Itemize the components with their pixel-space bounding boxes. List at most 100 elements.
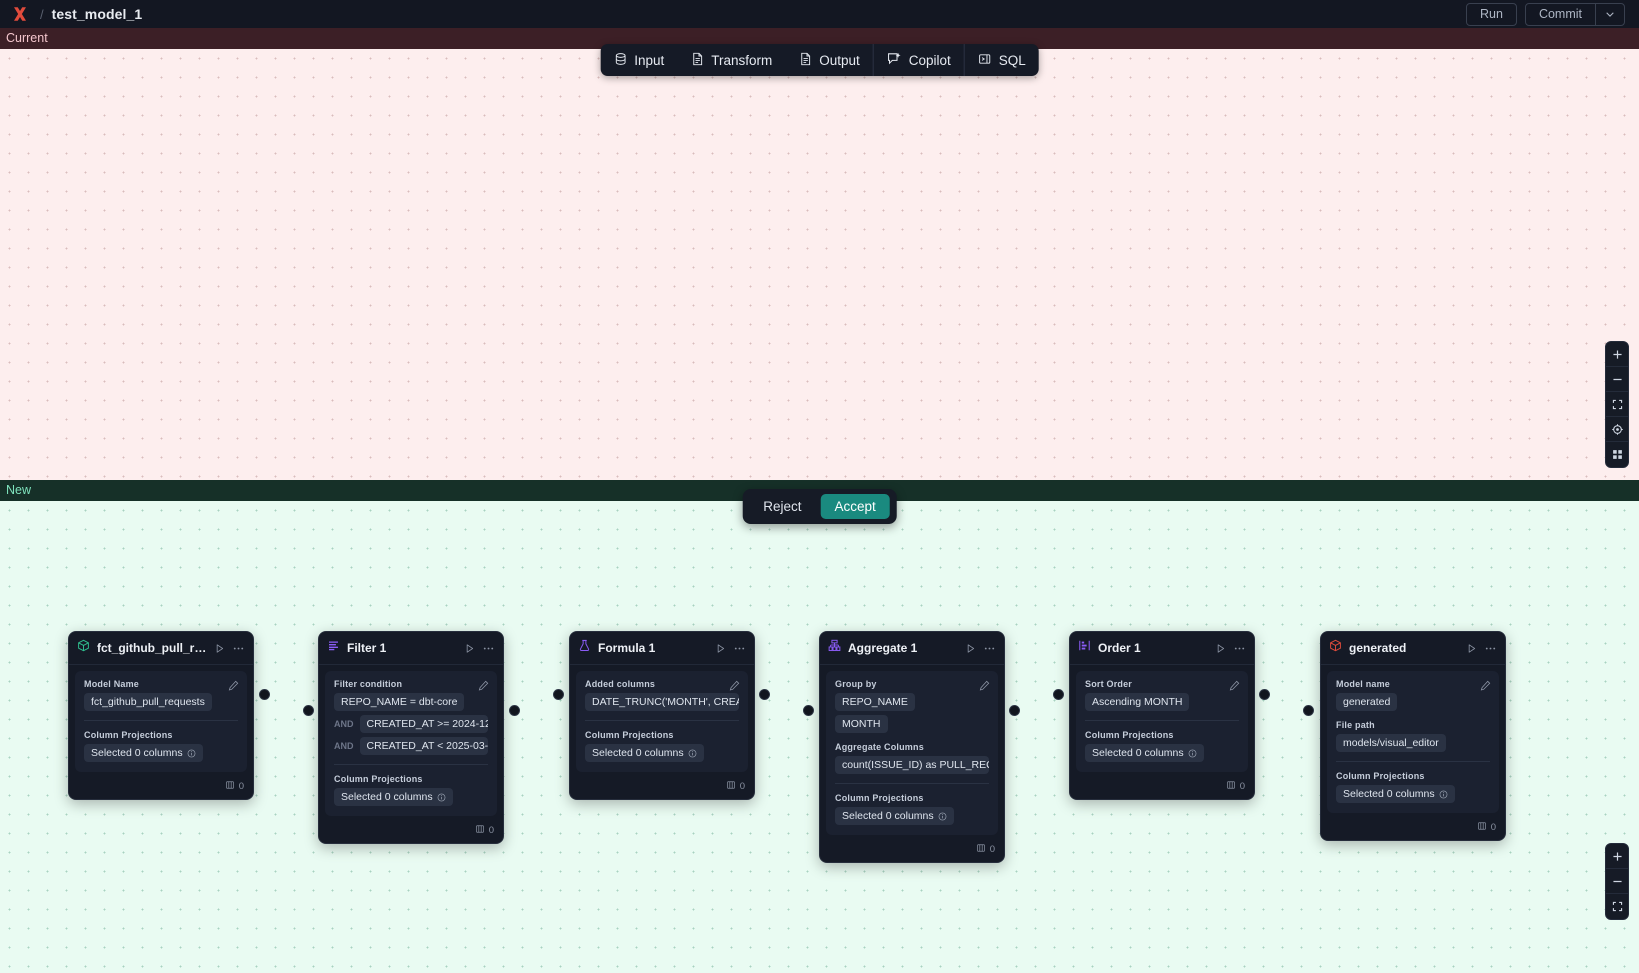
decision-bar: Reject Accept (742, 489, 897, 524)
columns-icon (1477, 821, 1487, 834)
run-node-icon[interactable] (1215, 643, 1226, 654)
run-node-icon[interactable] (214, 643, 225, 654)
port-in-generated[interactable] (1303, 705, 1314, 716)
zoom-in-icon[interactable] (1606, 342, 1628, 367)
value-chip-0-0[interactable]: fct_github_pull_requests (84, 693, 212, 711)
zoom-out-icon[interactable] (1606, 367, 1628, 392)
info-icon[interactable] (1188, 749, 1197, 758)
chip-text: models/visual_editor (1343, 737, 1439, 749)
node-source[interactable]: fct_github_pull_requests Model Namefct_g… (68, 631, 254, 800)
edit-pencil-icon[interactable] (228, 678, 239, 696)
run-button[interactable]: Run (1466, 2, 1517, 26)
zoom-out-icon[interactable] (1606, 869, 1628, 894)
canvas-current[interactable] (0, 49, 1639, 480)
chip-row: models/visual_editor (1336, 734, 1490, 752)
chip-text: REPO_NAME = dbt-core (341, 696, 458, 708)
node-menu-icon[interactable] (1233, 642, 1246, 655)
port-in-formula[interactable] (553, 689, 564, 700)
value-chip-0-1[interactable]: CREATED_AT >= 2024-12-01 (359, 715, 489, 733)
section-label-1: File path (1336, 720, 1375, 730)
run-node-icon[interactable] (464, 643, 475, 654)
node-menu-icon[interactable] (232, 642, 245, 655)
info-icon[interactable] (187, 749, 196, 758)
value-chip-0-0[interactable]: REPO_NAME (835, 693, 915, 711)
toolbar-item-transform[interactable]: Transform (677, 44, 785, 76)
sql-panel-icon (978, 52, 992, 69)
node-menu-icon[interactable] (1484, 642, 1497, 655)
edit-pencil-icon[interactable] (1229, 678, 1240, 696)
node-title: Aggregate 1 (848, 641, 918, 655)
edit-pencil-icon[interactable] (979, 678, 990, 696)
value-chip-1-0[interactable]: Selected 0 columns (334, 788, 453, 806)
info-icon[interactable] (938, 812, 947, 821)
chip-text: Selected 0 columns (91, 747, 183, 759)
section-divider (84, 720, 238, 721)
chip-text: fct_github_pull_requests (91, 696, 205, 708)
port-in-aggregate[interactable] (803, 705, 814, 716)
section-label-1: Column Projections (1085, 730, 1174, 740)
commit-button[interactable]: Commit (1526, 4, 1595, 25)
pane-current-label: Current (0, 28, 1639, 49)
run-node-icon[interactable] (715, 643, 726, 654)
grid-view-icon[interactable] (1606, 442, 1628, 467)
edge-layer (0, 501, 300, 651)
toolbar-item-sql[interactable]: SQL (963, 44, 1039, 76)
port-out-order[interactable] (1259, 689, 1270, 700)
port-out-formula[interactable] (759, 689, 770, 700)
run-node-icon[interactable] (1466, 643, 1477, 654)
edit-pencil-icon[interactable] (478, 678, 489, 696)
value-chip-1-0[interactable]: Selected 0 columns (84, 744, 203, 762)
value-chip-1-0[interactable]: count(ISSUE_ID) as PULL_REQUEST_… (835, 756, 989, 774)
commit-caret-icon[interactable] (1595, 3, 1624, 25)
toolbar-item-output[interactable]: Output (785, 44, 873, 76)
commit-split-button: Commit (1524, 2, 1625, 26)
chip-row: Selected 0 columns (334, 788, 488, 806)
port-in-filter[interactable] (303, 705, 314, 716)
value-chip-0-2[interactable]: CREATED_AT < 2025-03-01 (359, 737, 488, 755)
chip-text: Selected 0 columns (1343, 788, 1435, 800)
value-chip-1-0[interactable]: Selected 0 columns (1085, 744, 1204, 762)
hex-logo-icon[interactable] (10, 4, 30, 24)
center-target-icon[interactable] (1606, 417, 1628, 442)
zoom-in-icon[interactable] (1606, 844, 1628, 869)
value-chip-1-0[interactable]: Selected 0 columns (585, 744, 704, 762)
port-out-source[interactable] (259, 689, 270, 700)
value-chip-2-0[interactable]: Selected 0 columns (1336, 785, 1455, 803)
value-chip-0-0[interactable]: DATE_TRUNC('MONTH', CREATED_AT… (585, 693, 739, 711)
node-title: Filter 1 (347, 641, 387, 655)
value-chip-0-0[interactable]: generated (1336, 693, 1398, 711)
chip-text: CREATED_AT >= 2024-12-01 (366, 718, 489, 730)
port-out-filter[interactable] (509, 705, 520, 716)
run-node-icon[interactable] (965, 643, 976, 654)
edit-pencil-icon[interactable] (1480, 678, 1491, 696)
value-chip-2-0[interactable]: Selected 0 columns (835, 807, 954, 825)
value-chip-0-0[interactable]: REPO_NAME = dbt-core (334, 693, 465, 711)
reject-button[interactable]: Reject (749, 494, 815, 519)
toolbar-item-input[interactable]: Input (600, 44, 677, 76)
port-in-order[interactable] (1053, 689, 1064, 700)
toolbar-item-copilot[interactable]: Copilot (872, 44, 964, 76)
info-icon[interactable] (437, 793, 446, 802)
edit-pencil-icon[interactable] (729, 678, 740, 696)
info-icon[interactable] (1439, 790, 1448, 799)
value-chip-1-0[interactable]: models/visual_editor (1336, 734, 1446, 752)
port-out-aggregate[interactable] (1009, 705, 1020, 716)
node-title: Formula 1 (598, 641, 656, 655)
info-icon[interactable] (688, 749, 697, 758)
fit-screen-icon[interactable] (1606, 392, 1628, 417)
node-menu-icon[interactable] (983, 642, 996, 655)
value-chip-0-1[interactable]: MONTH (835, 715, 888, 733)
value-chip-0-0[interactable]: Ascending MONTH (1085, 693, 1190, 711)
fit-screen-icon[interactable] (1606, 894, 1628, 919)
node-menu-icon[interactable] (733, 642, 746, 655)
node-menu-icon[interactable] (482, 642, 495, 655)
accept-button[interactable]: Accept (820, 494, 890, 519)
